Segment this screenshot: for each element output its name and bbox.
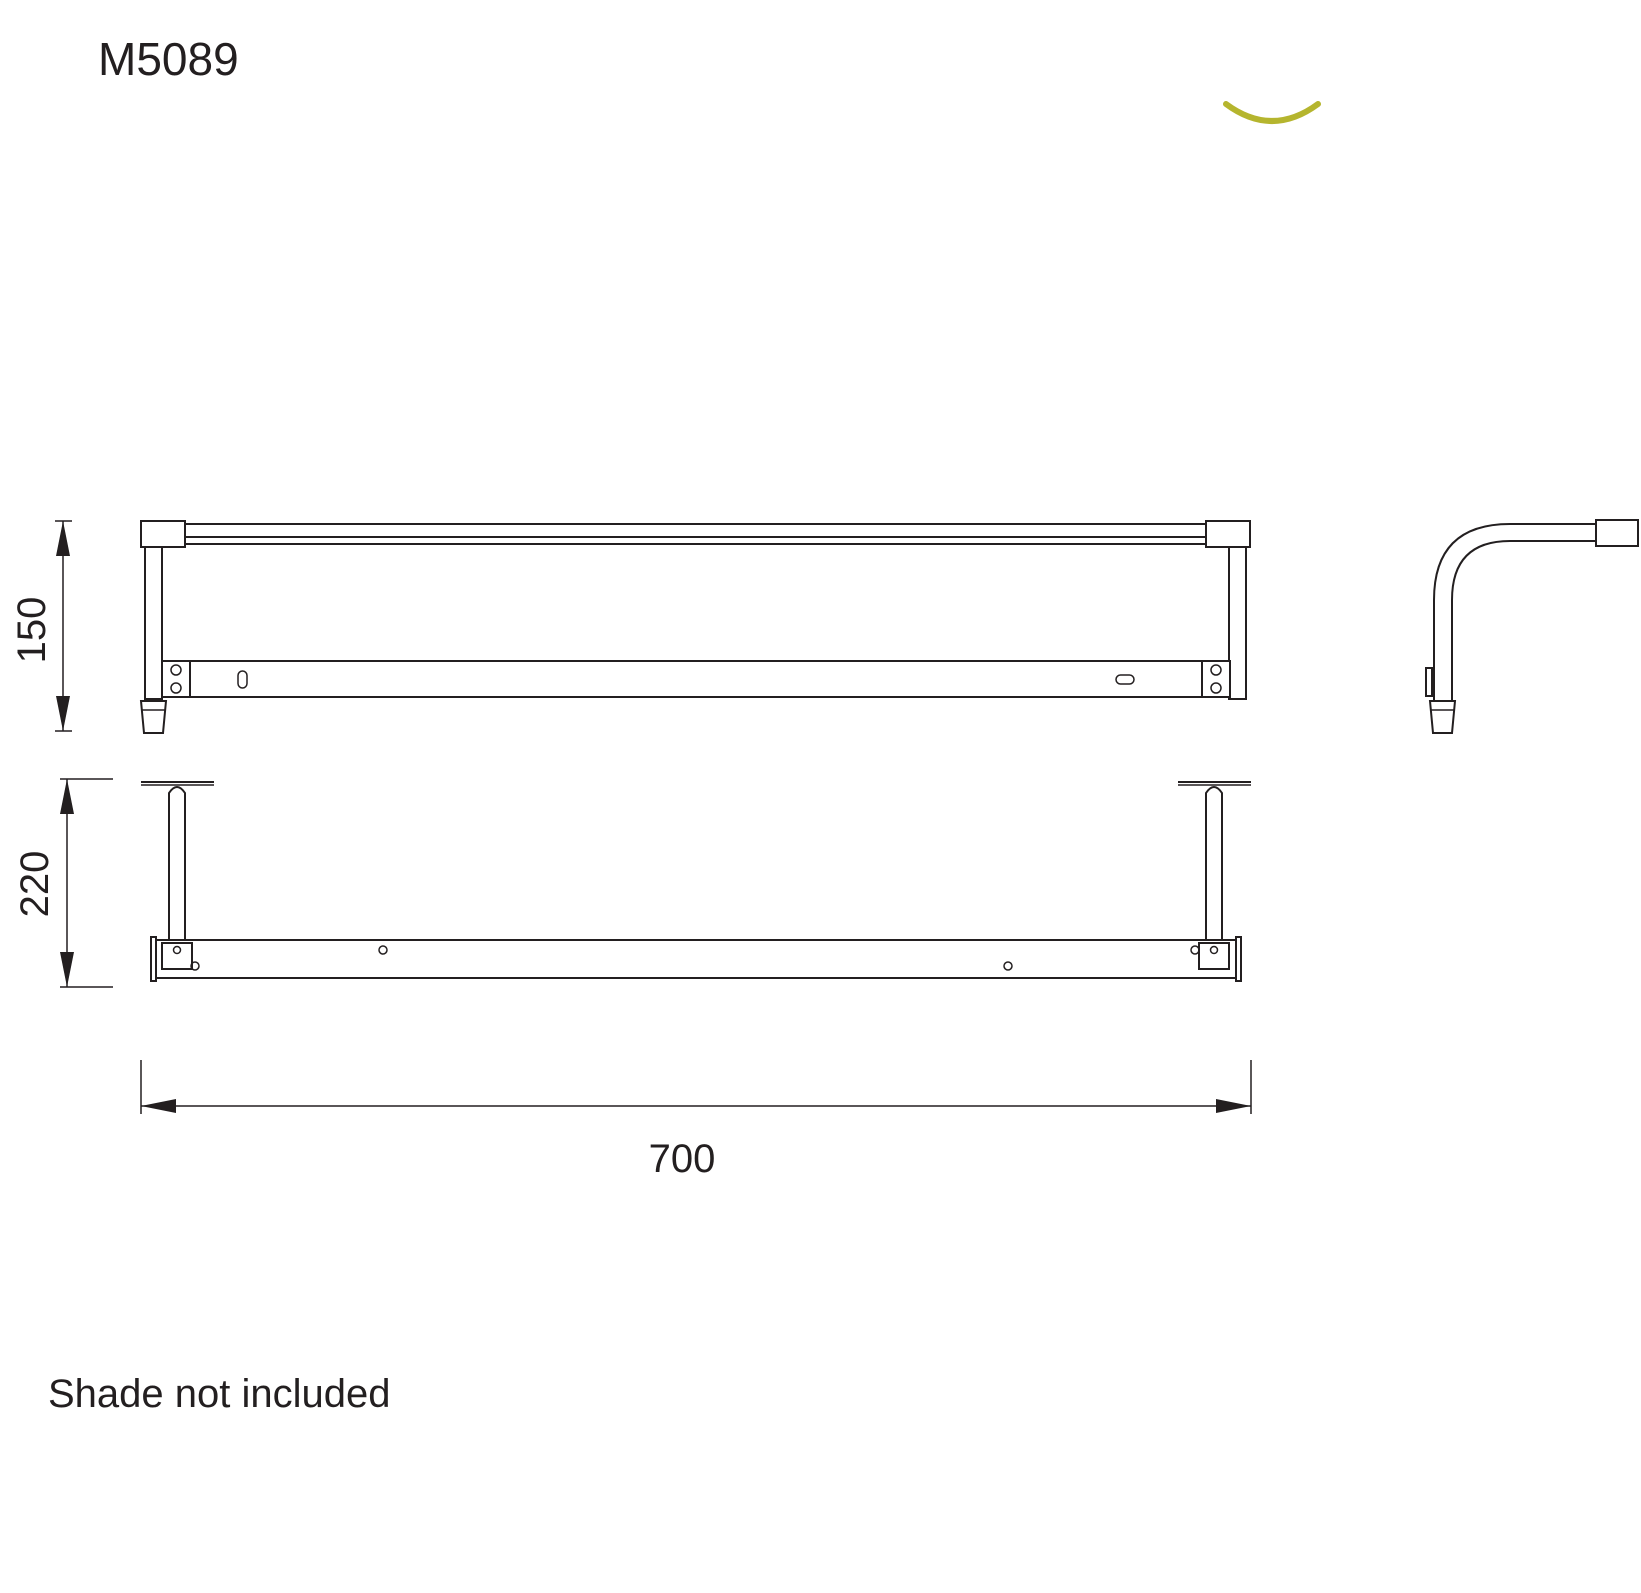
top-left-bracket — [161, 942, 193, 970]
top-right-bracket-hole — [1209, 945, 1219, 955]
front-right-slot — [1115, 674, 1135, 685]
dim-700-label: 700 — [649, 1137, 716, 1181]
top-view — [141, 781, 1251, 982]
front-left-slot — [237, 670, 248, 689]
front-view — [139, 520, 1251, 734]
top-right-end-stop — [1235, 936, 1242, 982]
front-right-end-cap — [1205, 520, 1251, 548]
front-right-screw-2 — [1210, 682, 1222, 694]
dimension-150: 150 — [10, 520, 72, 732]
front-left-screw-1 — [170, 664, 182, 676]
top-screw-1 — [190, 961, 200, 971]
side-arm-inner — [1451, 540, 1598, 701]
dim-150-arrow-top — [56, 521, 70, 556]
top-rail — [154, 939, 1238, 979]
front-left-screw-2 — [170, 682, 182, 694]
side-view — [1425, 519, 1639, 734]
front-right-screw-1 — [1210, 664, 1222, 676]
side-end-cap — [1595, 519, 1639, 547]
dim-700-arrow-left — [141, 1099, 176, 1113]
front-right-bracket — [1201, 660, 1231, 698]
front-left-end-cap — [140, 520, 186, 548]
front-mounting-bar — [161, 660, 1231, 698]
dimension-700: 700 — [140, 1060, 1252, 1181]
dimension-220: 220 — [13, 778, 113, 988]
top-right-rod — [1205, 786, 1223, 943]
dim-700-arrow-right — [1216, 1099, 1251, 1113]
dim-220-label: 220 — [13, 851, 57, 918]
front-left-arm — [144, 546, 163, 700]
top-left-bracket-hole — [172, 945, 182, 955]
top-screw-3 — [1003, 961, 1013, 971]
front-left-bracket — [161, 660, 191, 698]
dim-150-arrow-bottom — [56, 696, 70, 731]
top-left-rod — [168, 786, 186, 943]
top-right-bracket — [1198, 942, 1230, 970]
shade-arc — [1223, 101, 1321, 124]
dim-150-label: 150 — [10, 597, 54, 664]
side-mount-plate — [1425, 667, 1433, 697]
model-number: M5089 — [98, 33, 239, 85]
side-arm-outer — [1433, 523, 1598, 701]
top-screw-2 — [378, 945, 388, 955]
side-foot — [1428, 700, 1457, 734]
front-left-foot — [139, 700, 168, 734]
front-right-arm — [1228, 546, 1247, 700]
top-screw-4 — [1190, 945, 1200, 955]
top-left-end-stop — [150, 936, 157, 982]
dim-220-arrow-top — [60, 779, 74, 814]
shade-note: Shade not included — [48, 1372, 391, 1416]
dim-220-arrow-bottom — [60, 952, 74, 987]
